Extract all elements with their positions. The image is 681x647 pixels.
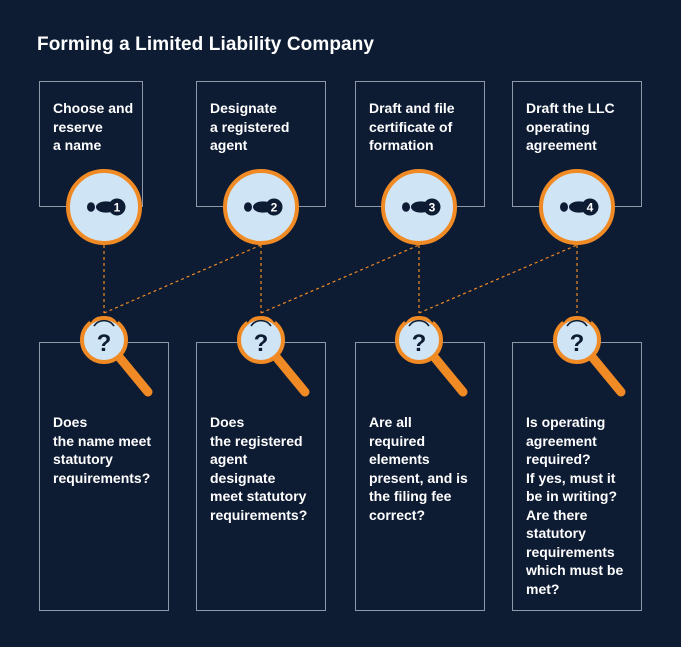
question-mark: ? [97, 330, 112, 357]
question-box-2: Does the registered agent designate meet… [196, 342, 326, 611]
step-circle-2: 2 [223, 169, 299, 245]
step-circle-3: 3 [381, 169, 457, 245]
question-text-2: Does the registered agent designate meet… [210, 414, 308, 523]
step-number-2: 2 [271, 201, 278, 215]
magnifier-question-icon-2: ? [237, 313, 310, 397]
step-label-3: Draft and file certificate of formation [369, 100, 455, 153]
question-mark: ? [254, 330, 269, 357]
question-text-3: Are all required elements present, and i… [369, 414, 468, 523]
step-number-1: 1 [114, 201, 121, 215]
step-circle-4: 4 [539, 169, 615, 245]
question-mark: ? [412, 330, 427, 357]
step-circle-1: 1 [66, 169, 142, 245]
step-label-1: Choose and reserve a name [53, 100, 134, 153]
magnifier-question-icon-3: ? [395, 313, 468, 397]
page-title: Forming a Limited Liability Company [37, 34, 375, 55]
step-box-2: Designate a registered agent [196, 81, 326, 207]
step-box-1: Choose and reserve a name [39, 81, 143, 207]
step-number-4: 4 [587, 201, 594, 215]
question-box-3: Are all required elements present, and i… [355, 342, 485, 611]
question-text-4: Is operating agreement required? If yes,… [526, 414, 624, 597]
question-mark: ? [570, 330, 585, 357]
question-text-1: Does the name meet statutory requirement… [53, 414, 152, 486]
step-label-2: Designate a registered agent [210, 100, 290, 153]
magnifier-question-icon-1: ? [80, 313, 153, 397]
question-box-4: Is operating agreement required? If yes,… [512, 342, 642, 611]
step-number-3: 3 [429, 201, 436, 215]
magnifier-question-icon-4: ? [553, 313, 626, 397]
connector-lines [103, 244, 578, 314]
step-label-4: Draft the LLC operating agreement [526, 100, 615, 153]
